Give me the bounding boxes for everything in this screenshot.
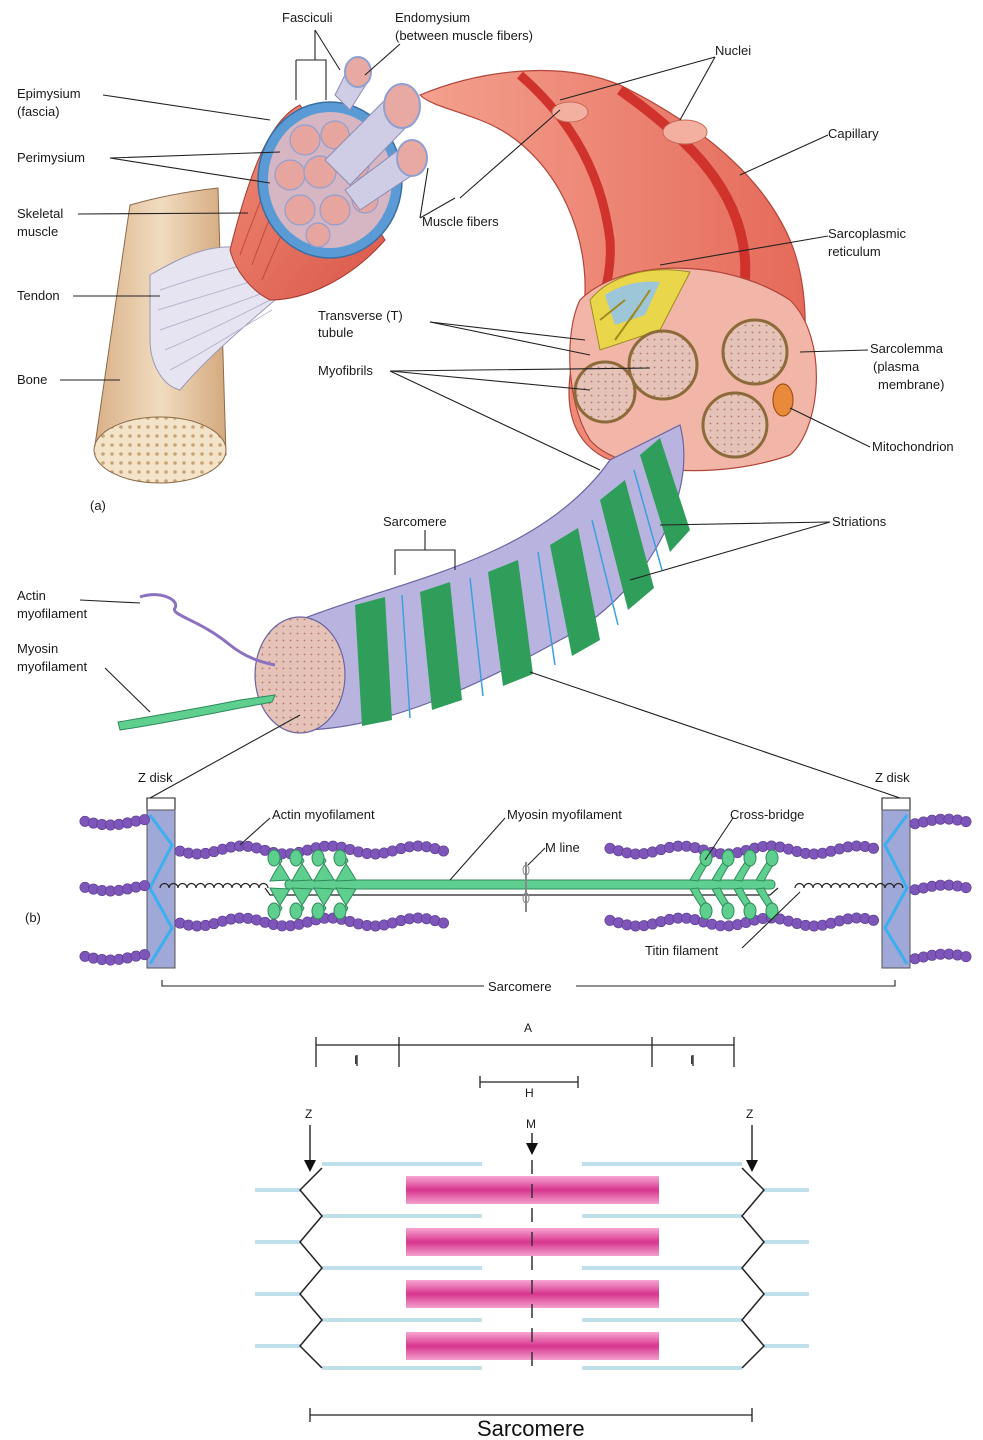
z-line-left xyxy=(300,1168,322,1368)
z-line-right xyxy=(742,1168,764,1368)
label-actin-myofilament: myofilament xyxy=(17,606,87,621)
label-i-band-right: I xyxy=(690,1053,693,1067)
myofibril-tube xyxy=(255,425,690,733)
label-tubule: tubule xyxy=(318,325,353,340)
label-epimysium-sub: (fascia) xyxy=(17,104,60,119)
label-sarcomere-c: Sarcomere xyxy=(477,1416,585,1440)
label-a-band: A xyxy=(524,1021,532,1035)
panel-label-a: (a) xyxy=(90,498,106,513)
label-t-tubule: Transverse (T) xyxy=(318,308,403,323)
actin-myofilament-illustration xyxy=(140,595,275,665)
label-bone: Bone xyxy=(17,372,47,387)
label-i-band-left: I xyxy=(354,1053,357,1067)
panel-label-b: (b) xyxy=(25,910,41,925)
mitochondrion-illustration xyxy=(773,384,793,416)
label-h-zone: H xyxy=(525,1086,534,1100)
label-reticulum: reticulum xyxy=(828,244,881,259)
label-sarcolemma-plasma: (plasma xyxy=(873,359,920,374)
label-myosin: Myosin xyxy=(17,641,58,656)
myosin-myofilament-illustration xyxy=(118,695,275,730)
label-sarcolemma-membrane: membrane) xyxy=(878,377,944,392)
label-z-disk-left: Z disk xyxy=(138,770,173,785)
part-c-band-diagram: A I I H Z Z M Sarcomere xyxy=(255,1021,809,1440)
myosin-thick-filament xyxy=(268,850,778,919)
label-z-right: Z xyxy=(746,1107,753,1121)
label-nuclei: Nuclei xyxy=(715,43,751,58)
label-capillary: Capillary xyxy=(828,126,879,141)
part-b-sarcomere-detail: Z disk Z disk Actin myofilament Myosin m… xyxy=(25,770,971,994)
label-cross-bridge: Cross-bridge xyxy=(730,807,804,822)
label-endomysium-sub: (between muscle fibers) xyxy=(395,28,533,43)
label-epimysium: Epimysium xyxy=(17,86,81,101)
label-muscle-fibers: Muscle fibers xyxy=(422,214,499,229)
label-sarcomere-b: Sarcomere xyxy=(488,979,552,994)
part-a-illustration xyxy=(94,57,816,733)
label-myofibrils: Myofibrils xyxy=(318,363,373,378)
label-z-left: Z xyxy=(305,1107,312,1121)
label-skeletal: Skeletal xyxy=(17,206,63,221)
label-myosin-myofilament-b: Myosin myofilament xyxy=(507,807,622,822)
label-skeletal-muscle: muscle xyxy=(17,224,58,239)
label-mitochondrion: Mitochondrion xyxy=(872,439,954,454)
label-actin-myofilament-b: Actin myofilament xyxy=(272,807,375,822)
label-myosin-myofilament: myofilament xyxy=(17,659,87,674)
label-fasciculi: Fasciculi xyxy=(282,10,333,25)
muscle-fiber-illustration xyxy=(420,71,816,471)
label-perimysium: Perimysium xyxy=(17,150,85,165)
label-z-disk-right: Z disk xyxy=(875,770,910,785)
label-sarcolemma: Sarcolemma xyxy=(870,341,944,356)
label-striations: Striations xyxy=(832,514,887,529)
label-sarcoplasmic: Sarcoplasmic xyxy=(828,226,907,241)
label-titin-filament: Titin filament xyxy=(645,943,719,958)
label-tendon: Tendon xyxy=(17,288,60,303)
label-endomysium: Endomysium xyxy=(395,10,470,25)
label-m-line: M line xyxy=(545,840,580,855)
label-m: M xyxy=(526,1117,536,1131)
label-actin: Actin xyxy=(17,588,46,603)
label-sarcomere-a: Sarcomere xyxy=(383,514,447,529)
